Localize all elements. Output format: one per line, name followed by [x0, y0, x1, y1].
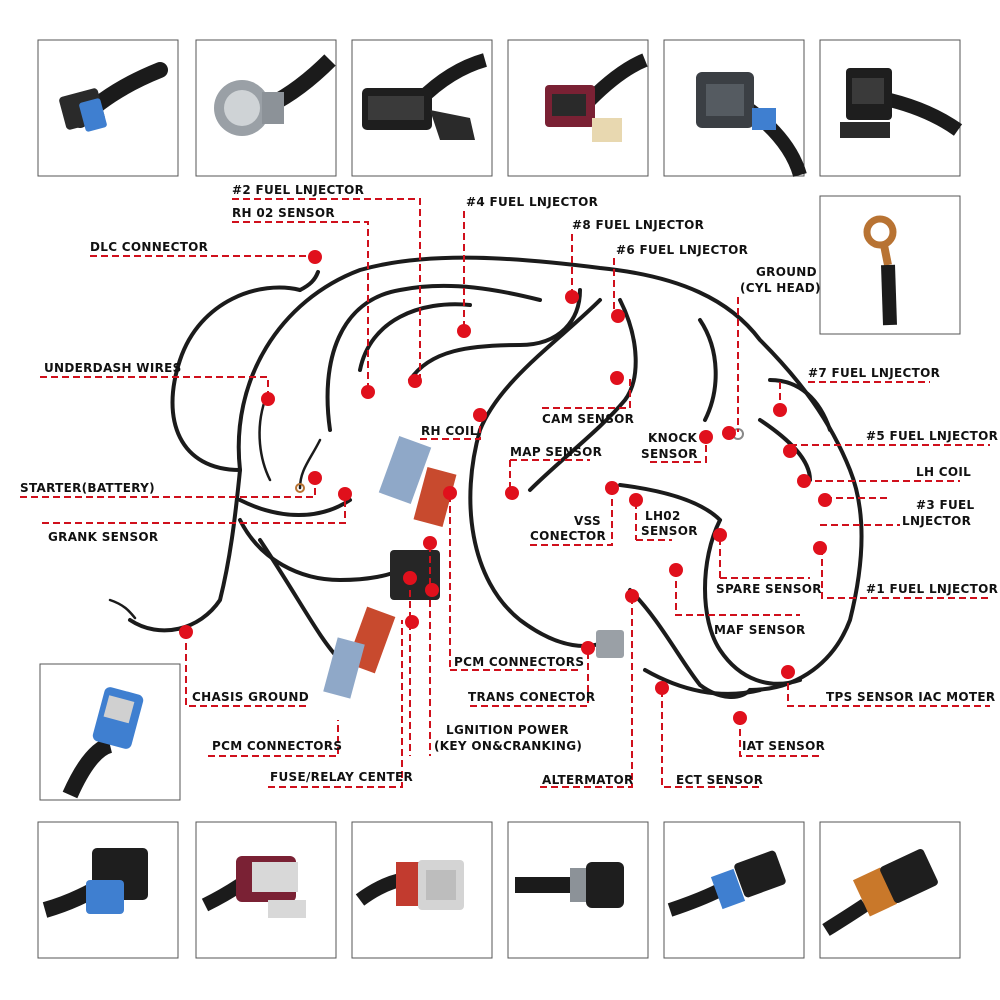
label-tps-sensor-iac-motor: TPS SENSOR IAC MOTER	[826, 690, 995, 704]
label-iat-sensor: IAT SENSOR	[742, 739, 825, 753]
thumbnail-dlc-obd-connector-bracket	[351, 39, 493, 177]
label-lh02-sensor-line2: SENSOR	[641, 524, 698, 538]
label-maf-sensor: MAF SENSOR	[714, 623, 806, 637]
label-map-sensor: MAP SENSOR	[510, 445, 602, 459]
label-pcm-connectors-left: PCM CONNECTORS	[212, 739, 342, 753]
thumbnail-maroon-three-pin-connector	[507, 39, 649, 177]
label-pcm-connectors-right: PCM CONNECTORS	[454, 655, 584, 669]
label-ignition-power-line2: (KEY ON&CRANKING)	[434, 739, 582, 753]
label-underdash-wires: UNDERDASH WIRES	[44, 361, 182, 375]
label-rh-coil: RH COIL	[421, 424, 478, 438]
thumbnail-black-three-pin-connector	[819, 39, 963, 177]
label-fuel-injector-4: #4 FUEL LNJECTOR	[466, 195, 598, 209]
label-starter-battery: STARTER(BATTERY)	[20, 481, 155, 495]
label-cam-sensor: CAM SENSOR	[542, 412, 634, 426]
thumbnail-orange-flat-connector	[819, 821, 961, 959]
label-alternator: ALTERMATOR	[542, 773, 634, 787]
thumbnail-two-pin-blue-connector	[37, 39, 179, 177]
label-fuel-injector-3-line2: LNJECTOR	[902, 514, 971, 528]
label-fuel-injector-1: #1 FUEL LNJECTOR	[866, 582, 998, 596]
label-lh-coil: LH COIL	[916, 465, 971, 479]
label-ignition-power: LGNITION POWER	[446, 723, 569, 737]
label-lh02-sensor: LH02	[645, 509, 681, 523]
label-fuel-injector-8: #8 FUEL LNJECTOR	[572, 218, 704, 232]
label-knock-sensor: KNOCK	[648, 431, 698, 445]
label-vss-connector-line2: CONECTOR	[530, 529, 606, 543]
label-ground-cyl-head: (CYL HEAD)	[740, 281, 821, 295]
thumbnail-grey-round-sensor-connector	[507, 821, 649, 959]
thumbnail-maroon-flat-connector	[195, 821, 337, 959]
label-chassis-ground: CHASIS GROUND	[192, 690, 309, 704]
label-knock-sensor-2: SENSOR	[641, 447, 698, 461]
label-fuse-relay-center: FUSE/RELAY CENTER	[270, 770, 413, 784]
label-vss-connector: VSS	[574, 514, 601, 528]
thumbnail-blue-two-pin-sensor-connector	[39, 663, 181, 801]
label-rh-o2-sensor: RH 02 SENSOR	[232, 206, 335, 220]
harness-wires	[108, 255, 864, 699]
label-spare-sensor: SPARE SENSOR	[716, 582, 822, 596]
label-fuel-injector-6: #6 FUEL LNJECTOR	[616, 243, 748, 257]
label-ect-sensor: ECT SENSOR	[676, 773, 763, 787]
label-fuel-injector-2: #2 FUEL LNJECTOR	[232, 183, 364, 197]
thumbnail-round-grey-multipin-connector	[195, 39, 337, 177]
callout-labels: #2 FUEL LNJECTOR RH 02 SENSOR #4 FUEL LN…	[20, 183, 998, 787]
label-fuel-injector-5: #5 FUEL LNJECTOR	[866, 429, 998, 443]
label-ground: GROUND	[756, 265, 817, 279]
thumbnail-grey-sealed-connector	[663, 39, 807, 178]
label-dlc-connector: DLC CONNECTOR	[90, 240, 208, 254]
label-fuel-injector-7: #7 FUEL LNJECTOR	[808, 366, 940, 380]
label-trans-connector: TRANS CONECTOR	[468, 690, 595, 704]
label-fuel-injector-3: #3 FUEL	[916, 498, 975, 512]
thumbnail-red-grey-multipin-connector	[351, 821, 493, 959]
label-crank-sensor: GRANK SENSOR	[48, 530, 158, 544]
thumbnail-blue-three-pin-connector	[37, 821, 179, 959]
callout-dots	[179, 250, 832, 725]
thumbnail-blue-flat-connector	[663, 821, 805, 959]
thumbnail-ring-terminal-ground	[819, 195, 961, 335]
